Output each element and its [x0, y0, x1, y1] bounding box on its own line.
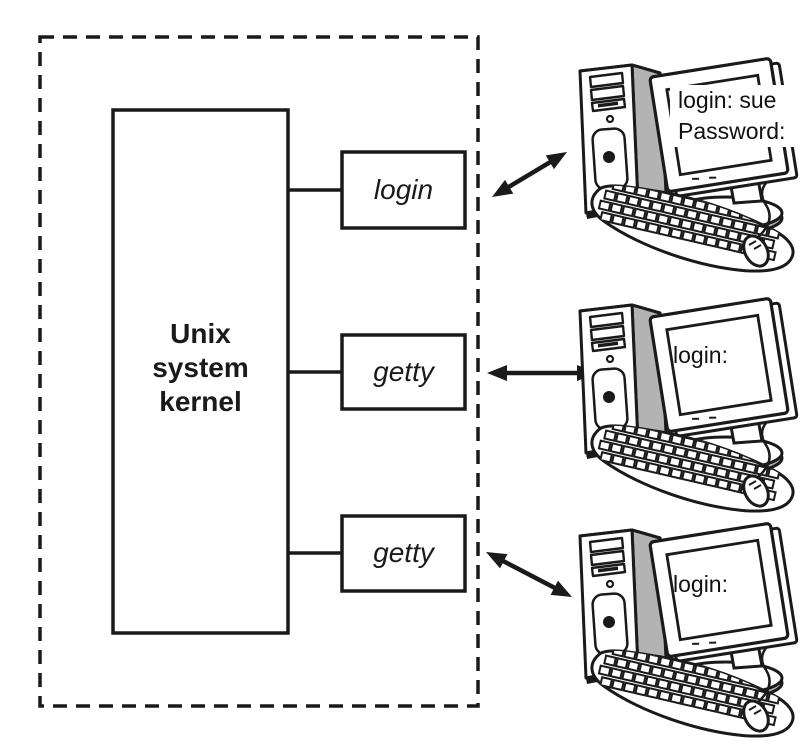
- kernel-label-line-2: system: [152, 352, 249, 383]
- kernel-label: Unix system kernel: [113, 317, 288, 419]
- process-label-getty-1: getty: [373, 356, 434, 387]
- terminal-computer-2: [580, 297, 800, 523]
- terminal-1-screen-line-2: Password:: [678, 118, 786, 144]
- process-label-getty-2: getty: [373, 537, 434, 568]
- terminal-3-screen-text: login:: [673, 571, 728, 597]
- kernel-label-line-1: Unix: [170, 318, 231, 349]
- kernel-process-connectors: [288, 188, 342, 555]
- terminal-computer-3: [580, 522, 800, 748]
- process-box-login: [340, 150, 467, 230]
- bidirectional-arrow-1: [492, 152, 567, 197]
- system-boundary-dashed-box: [38, 35, 480, 708]
- kernel-label-line-3: kernel: [159, 386, 242, 417]
- terminal-1-screen-line-1: login: sue: [678, 87, 777, 113]
- bidirectional-arrow-2: [487, 365, 597, 381]
- process-label-login: login: [373, 174, 434, 205]
- process-box-getty-1: [340, 333, 467, 411]
- terminal-1-screen-text: login: sue Password:: [670, 85, 806, 147]
- kernel-box: [111, 108, 290, 635]
- terminal-2-screen-text: login:: [673, 342, 728, 368]
- process-box-getty-2: [340, 514, 467, 593]
- bidirectional-arrow-3: [486, 552, 572, 597]
